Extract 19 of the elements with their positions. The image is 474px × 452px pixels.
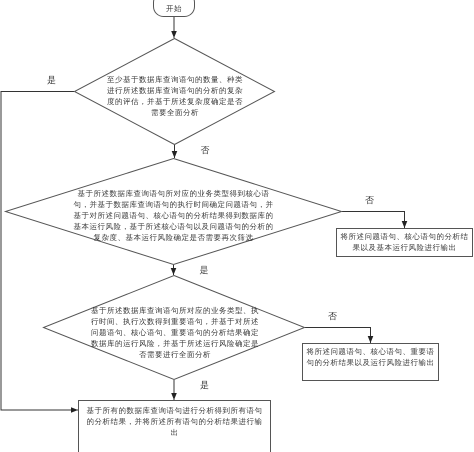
- edge-label: 是: [46, 76, 57, 86]
- decision-diamond: [5, 158, 342, 265]
- edge-label: 是: [198, 266, 210, 277]
- edge-label: 否: [200, 146, 210, 157]
- edge-label: 否: [327, 312, 338, 322]
- edge-label: 是: [199, 381, 210, 392]
- arrow: [171, 16, 177, 38]
- arrow: [172, 144, 178, 158]
- process-box: [78, 400, 271, 452]
- decision-diamond: [74, 38, 275, 145]
- process-box: [336, 228, 473, 257]
- decision-diamond: [43, 275, 305, 380]
- process-box: [302, 343, 439, 381]
- edge-label: 否: [364, 196, 375, 206]
- arrow: [0, 91, 78, 413]
- arrow: [304, 327, 374, 344]
- arrow: [342, 211, 408, 228]
- arrow: [170, 264, 176, 276]
- arrow: [171, 380, 177, 400]
